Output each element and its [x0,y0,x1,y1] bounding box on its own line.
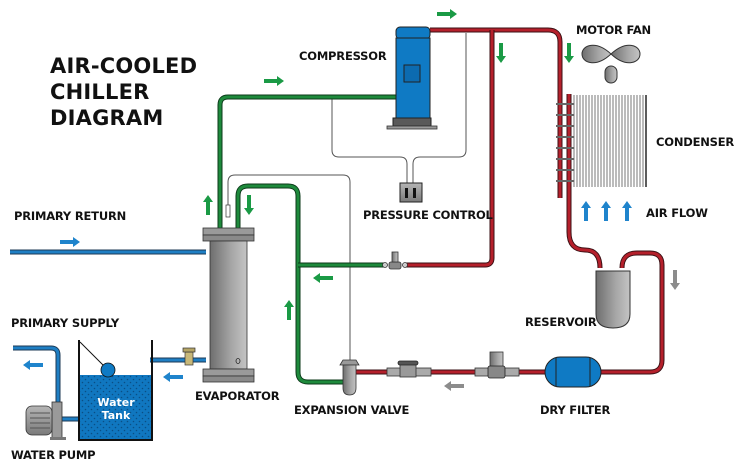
label-air-flow: AIR FLOW [646,206,708,220]
water-tank [78,340,153,441]
water-tank-label-line-1: Water [97,396,135,409]
label-water-pump: WATER PUMP [11,448,96,462]
title-line-3: DIAGRAM [50,106,164,130]
motor-fan [581,44,641,84]
condenser [573,95,647,187]
flow-arrow-tank-in-icon [163,372,183,382]
flow-arrow-bypass-down-icon [496,43,506,63]
label-motor-fan: MOTOR FAN [576,23,651,37]
title-line-1: AIR-COOLED [50,54,198,78]
air-flow-arrow-icon [601,201,611,221]
air-flow-arrow-icon [581,201,591,221]
water-piping [10,249,206,422]
pressure-control [399,182,423,203]
condenser-coil-rungs [556,103,574,182]
flow-arrow-suction-icon [264,76,284,86]
compressor [386,26,438,130]
solenoid-valve [474,351,520,379]
flow-arrow-discharge-icon [437,9,457,19]
flow-arrow-evap-in-icon [244,195,254,215]
label-compressor: COMPRESSOR [299,49,387,63]
title-line-2: CHILLER [50,80,150,104]
bypass-valve [382,251,408,270]
label-dry-filter: DRY FILTER [540,403,611,417]
diagram-title: AIR-COOLED CHILLER DIAGRAM [50,53,197,131]
refrigerant-cold-piping [217,94,396,385]
label-primary-return: PRIMARY RETURN [14,209,127,223]
label-primary-supply: PRIMARY SUPPLY [11,316,120,330]
water-pump [25,401,66,440]
flow-arrows [23,9,680,391]
expansion-valve [339,359,360,396]
flow-arrow-liquid-up-icon [284,300,294,320]
flow-arrow-condenser-in-icon [564,43,574,63]
label-condenser: CONDENSER [656,135,735,149]
dry-filter [544,356,602,388]
reservoir [595,270,631,329]
label-expansion-valve: EXPANSION VALVE [294,403,410,417]
flow-arrow-primary-return-icon [60,237,80,247]
flow-arrow-primary-supply-icon [23,360,43,370]
label-reservoir: RESERVOIR [525,315,597,329]
label-pressure-control: PRESSURE CONTROL [363,208,493,222]
flow-arrow-bypass-left-icon [313,273,333,283]
label-evaporator: EVAPORATOR [195,389,280,403]
control-lines [227,33,467,360]
sight-glass [386,360,432,378]
air-flow-arrow-icon [622,201,632,221]
evaporator [202,204,255,383]
flow-arrow-reservoir-out-icon [670,270,680,290]
flow-arrow-liquid-line-icon [444,381,464,391]
water-tank-label-line-2: Tank [101,409,131,422]
flow-arrow-evap-out-icon [203,195,213,215]
water-tank-label: Water Tank [88,396,144,422]
water-fitting [182,347,196,366]
